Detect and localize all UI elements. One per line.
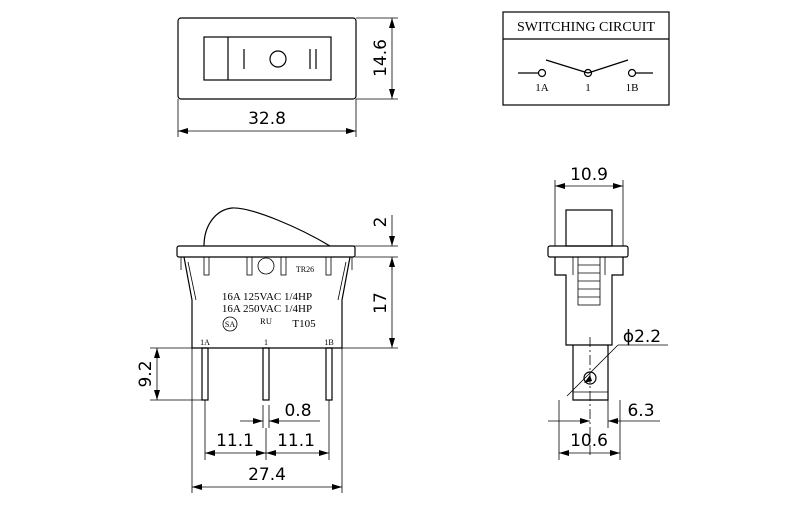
top-height-label: 14.6 — [371, 39, 391, 77]
rocker-outline — [203, 36, 332, 81]
rocker-height-label: 2 — [371, 217, 391, 228]
top-view: 32.8 14.6 — [177, 17, 398, 137]
terminal-label-1b: 1B — [324, 338, 333, 347]
terminal-hole-icon — [583, 371, 597, 385]
rocker-profile — [203, 207, 331, 247]
circuit-label-1b: 1B — [626, 82, 639, 94]
model-code: TR26 — [296, 265, 314, 274]
pitch-left-label: 11.1 — [216, 431, 254, 451]
circuit-label-1: 1 — [585, 82, 591, 94]
terminal-1 — [262, 347, 270, 401]
type-code: T105 — [292, 318, 316, 330]
circuit-label-1a: 1A — [535, 82, 549, 94]
csa-logo-text: SA — [225, 320, 235, 329]
terminal-1b — [325, 347, 333, 401]
rating-line-1: 16A 125VAC 1/4HP — [222, 291, 312, 303]
thickness-label: 0.8 — [284, 401, 311, 421]
top-view-outline — [177, 17, 357, 100]
side-view: ϕ2.2 10.9 6.3 10.6 — [547, 165, 668, 460]
terminal-1a — [201, 347, 209, 401]
switching-circuit-box: SWITCHING CIRCUIT 1A 1 1B — [502, 11, 670, 106]
terminal-label-1: 1 — [264, 338, 268, 347]
pitch-right-label: 11.1 — [277, 431, 315, 451]
side-rocker — [565, 209, 613, 247]
terminal-1a-icon — [537, 68, 547, 78]
side-bottom-width-label: 10.6 — [570, 431, 608, 451]
body-height-label: 17 — [371, 292, 391, 314]
side-body — [554, 257, 624, 346]
light-indicator-icon — [257, 257, 275, 275]
hole-diameter-label: ϕ2.2 — [623, 327, 661, 347]
terminal-label-1a: 1A — [200, 338, 210, 347]
ul-logo-icon: ᴿᵁ — [260, 317, 273, 332]
side-width-label: 10.9 — [570, 165, 608, 185]
top-width-label: 32.8 — [248, 109, 286, 129]
overall-width-label: 27.4 — [248, 465, 286, 485]
front-view: TR26 16A 125VAC 1/4HP 16A 250VAC 1/4HP S… — [136, 207, 398, 493]
on-circle-symbol-icon — [269, 50, 287, 68]
csa-logo-icon — [222, 316, 238, 332]
circuit-title: SWITCHING CIRCUIT — [517, 20, 655, 35]
switch-blade-right — [587, 59, 629, 74]
terminal-1b-icon — [627, 68, 637, 78]
side-terminal — [572, 345, 609, 401]
flange — [176, 245, 356, 258]
terminal-width-label: 6.3 — [627, 401, 654, 421]
circuit-frame — [502, 11, 670, 106]
side-flange — [547, 245, 629, 258]
terminal-1-icon — [583, 68, 593, 78]
switch-blade-left — [545, 59, 589, 74]
rating-line-2: 16A 250VAC 1/4HP — [222, 303, 312, 315]
terminal-length-label: 9.2 — [136, 360, 156, 387]
